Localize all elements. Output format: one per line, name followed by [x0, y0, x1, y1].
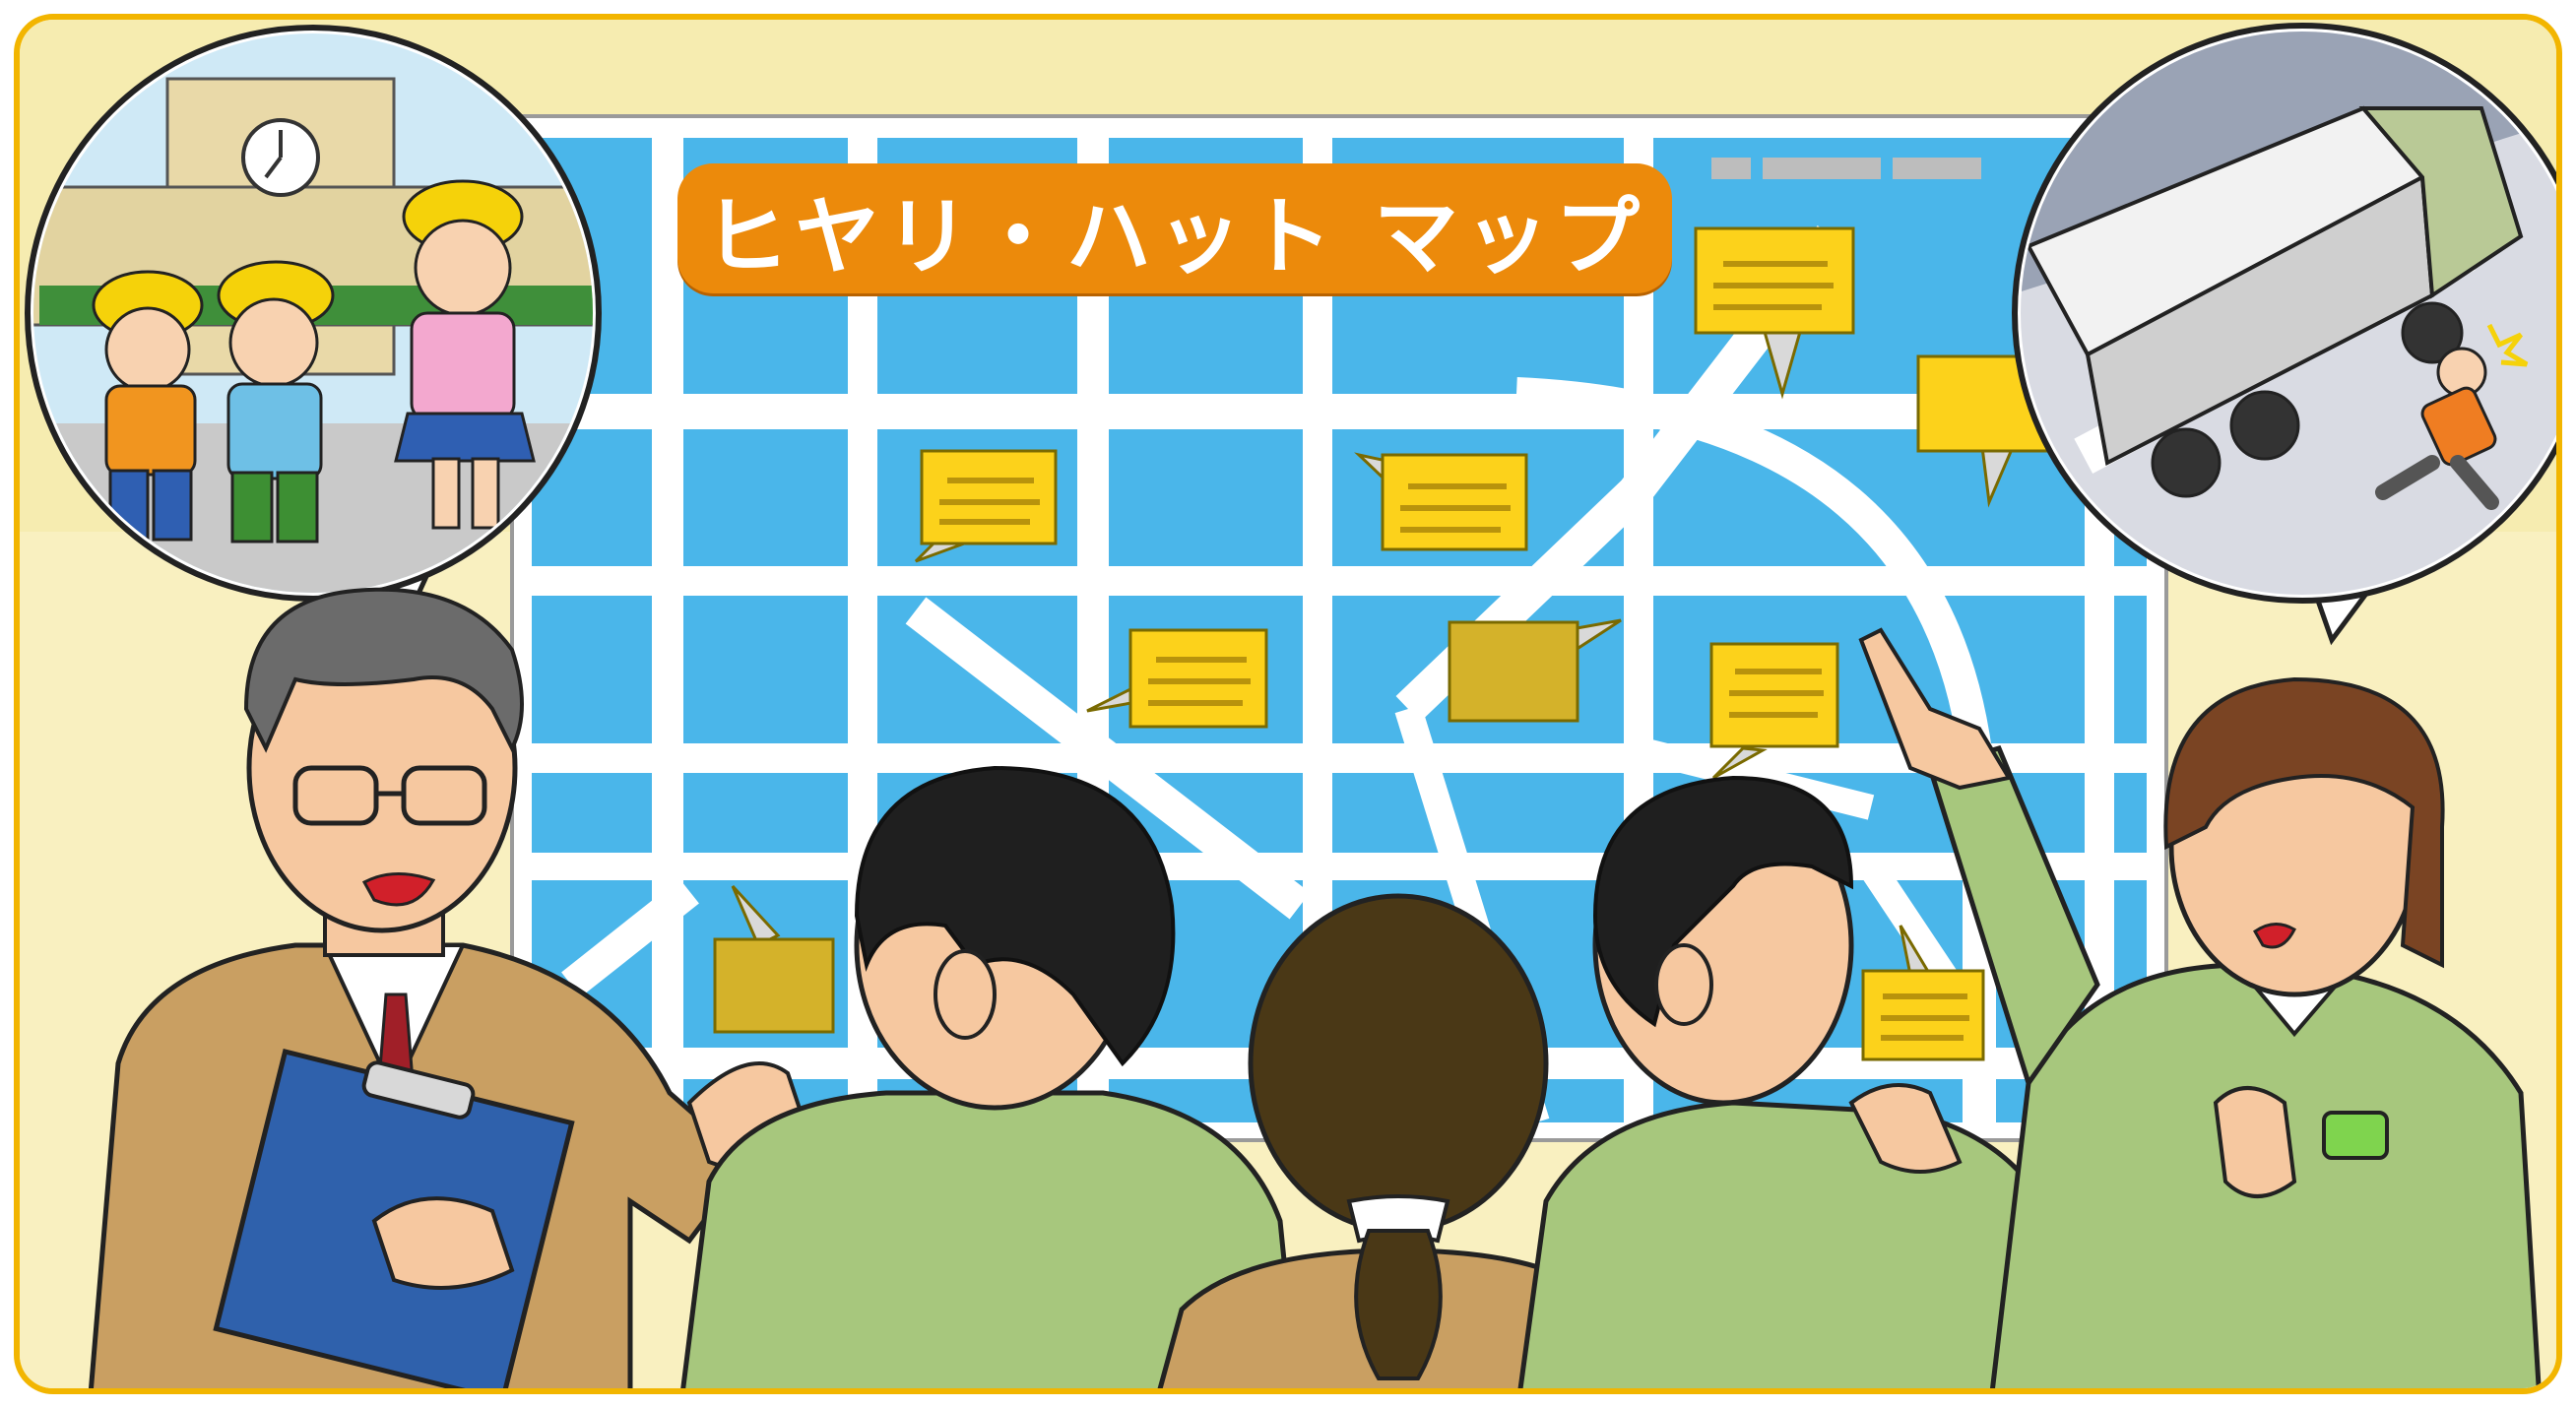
presenter-pointing — [1858, 627, 2542, 1388]
falling-pedestrian — [2375, 323, 2529, 510]
hazard-note — [914, 449, 1058, 563]
child-orange-shirt — [92, 270, 204, 542]
hazard-note — [713, 884, 835, 1034]
child-blue-shirt — [217, 260, 335, 544]
hazard-note — [1448, 618, 1622, 723]
worker-left — [680, 765, 1300, 1388]
truck-near-miss-bubble — [2012, 23, 2556, 646]
glasses-icon — [292, 765, 487, 826]
near-miss-map-illustration — [20, 20, 2556, 1388]
truck — [2026, 105, 2524, 498]
child-pink-shirt — [394, 179, 536, 530]
presenter-with-clipboard — [88, 587, 810, 1388]
worker-right — [1517, 775, 2078, 1388]
hazard-note — [1694, 226, 1855, 400]
map-title-banner — [677, 163, 1672, 293]
illustration-frame: ヒヤリ・ハット マップ — [14, 14, 2562, 1394]
hazard-note-group — [713, 226, 2068, 1061]
map-title: ヒヤリ・ハット マップ — [704, 187, 1645, 287]
hazard-note — [1354, 452, 1528, 551]
name-badge — [2322, 1111, 2389, 1160]
